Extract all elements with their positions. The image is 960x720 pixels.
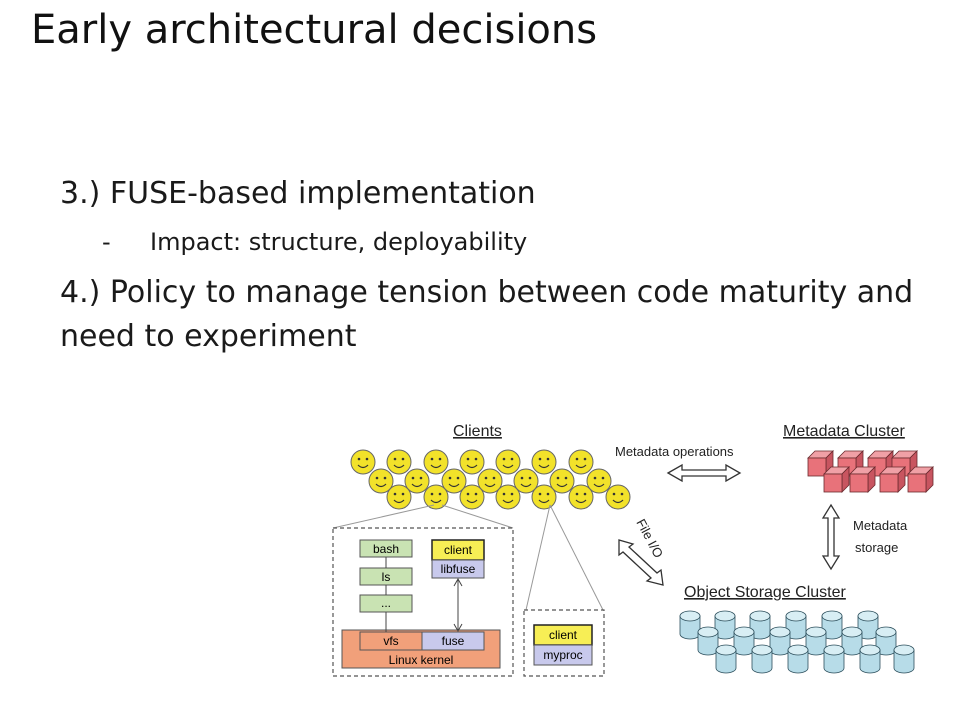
- clients-label: Clients: [453, 423, 502, 440]
- client-face-icon: [531, 449, 557, 475]
- sub-bullet-impact: - Impact: structure, deployability: [102, 225, 940, 259]
- myproc-client-label: client: [549, 628, 578, 642]
- linux-kernel-label: Linux kernel: [389, 653, 454, 667]
- storage-device-cylinder: [697, 626, 719, 656]
- storage-device-cylinder: [769, 626, 791, 656]
- client-face-icon: [549, 468, 575, 494]
- client-face-icon: [495, 484, 521, 510]
- vfs-label: vfs: [383, 634, 398, 648]
- zoom-line: [549, 504, 604, 611]
- client-face-icon: [404, 468, 430, 494]
- client-face-icon: [459, 449, 485, 475]
- metadata-storage-label-2: storage: [855, 540, 898, 555]
- client-face-icon: [568, 484, 594, 510]
- bullet-policy: 4.) Policy to manage tension between cod…: [60, 275, 914, 354]
- client-face-icon: [495, 449, 521, 475]
- client-face-icon: [423, 449, 449, 475]
- sub-bullet-text: Impact: structure, deployability: [150, 228, 528, 256]
- storage-device-cylinder: [841, 626, 863, 656]
- client-face-icon: [350, 449, 376, 475]
- client-face-icon: [605, 484, 631, 510]
- storage-device-cylinder: [733, 626, 755, 656]
- zoom-line: [441, 504, 514, 529]
- bash-label: bash: [373, 542, 399, 556]
- client-face-icon: [513, 468, 539, 494]
- storage-device-cylinder: [893, 644, 915, 674]
- zoom-line: [525, 504, 551, 611]
- object-storage-devices: [679, 610, 915, 674]
- bullet-fuse-implementation: 3.) FUSE-based implementation: [60, 176, 536, 211]
- myproc-label: myproc: [543, 648, 582, 662]
- storage-device-cylinder: [787, 644, 809, 674]
- client-face-icon: [459, 484, 485, 510]
- file-io-arrow: [618, 539, 664, 586]
- object-storage-cluster-label: Object Storage Cluster: [684, 584, 847, 601]
- metadata-server-cube: [849, 466, 876, 493]
- client-face-icon: [368, 468, 394, 494]
- storage-device-cylinder: [749, 610, 771, 640]
- client-face-icon: [568, 449, 594, 475]
- more-processes-label: ...: [381, 596, 391, 610]
- slide-title: Early architectural decisions: [31, 7, 598, 53]
- client-face-icon: [441, 468, 467, 494]
- storage-device-cylinder: [715, 644, 737, 674]
- client-faces: [350, 449, 631, 510]
- metadata-operations-arrow: [666, 463, 742, 483]
- storage-device-cylinder: [875, 626, 897, 656]
- metadata-storage-label: Metadata: [853, 518, 908, 533]
- myproc-box: [533, 644, 593, 666]
- zoom-line: [332, 504, 435, 529]
- metadata-storage-arrow: [821, 503, 841, 571]
- storage-device-cylinder: [805, 626, 827, 656]
- direct-client-host: [523, 609, 605, 677]
- client-face-icon: [586, 468, 612, 494]
- storage-device-cylinder: [751, 644, 773, 674]
- client-face-icon: [386, 449, 412, 475]
- storage-device-cylinder: [859, 644, 881, 674]
- metadata-server-cube: [879, 466, 906, 493]
- fuse-client-host: [332, 527, 514, 677]
- file-io-label: File I/O: [633, 516, 666, 560]
- ceph-architecture-diagram: Clients Metadata Cluster Metadata operat…: [332, 423, 934, 677]
- storage-device-cylinder: [823, 644, 845, 674]
- fuse-kernel-label: fuse: [442, 634, 465, 648]
- bullet-list: 3.) FUSE-based implementation - Impact: …: [60, 173, 940, 359]
- sub-bullet-marker: -: [102, 228, 111, 256]
- libfuse-label: libfuse: [441, 562, 476, 576]
- metadata-operations-label: Metadata operations: [615, 444, 734, 459]
- client-face-icon: [386, 484, 412, 510]
- fuse-kernel-box: [421, 631, 485, 651]
- client-face-icon: [423, 484, 449, 510]
- ls-label: ls: [382, 570, 391, 584]
- storage-device-cylinder: [679, 610, 701, 640]
- client-face-icon: [477, 468, 503, 494]
- client-face-icon: [531, 484, 557, 510]
- metadata-servers: [807, 450, 934, 493]
- metadata-cluster-label: Metadata Cluster: [783, 423, 906, 440]
- metadata-server-cube: [823, 466, 850, 493]
- libfuse-fuse-arrow: [453, 577, 463, 633]
- metadata-server-cube: [907, 466, 934, 493]
- fuse-client-label: client: [444, 543, 473, 557]
